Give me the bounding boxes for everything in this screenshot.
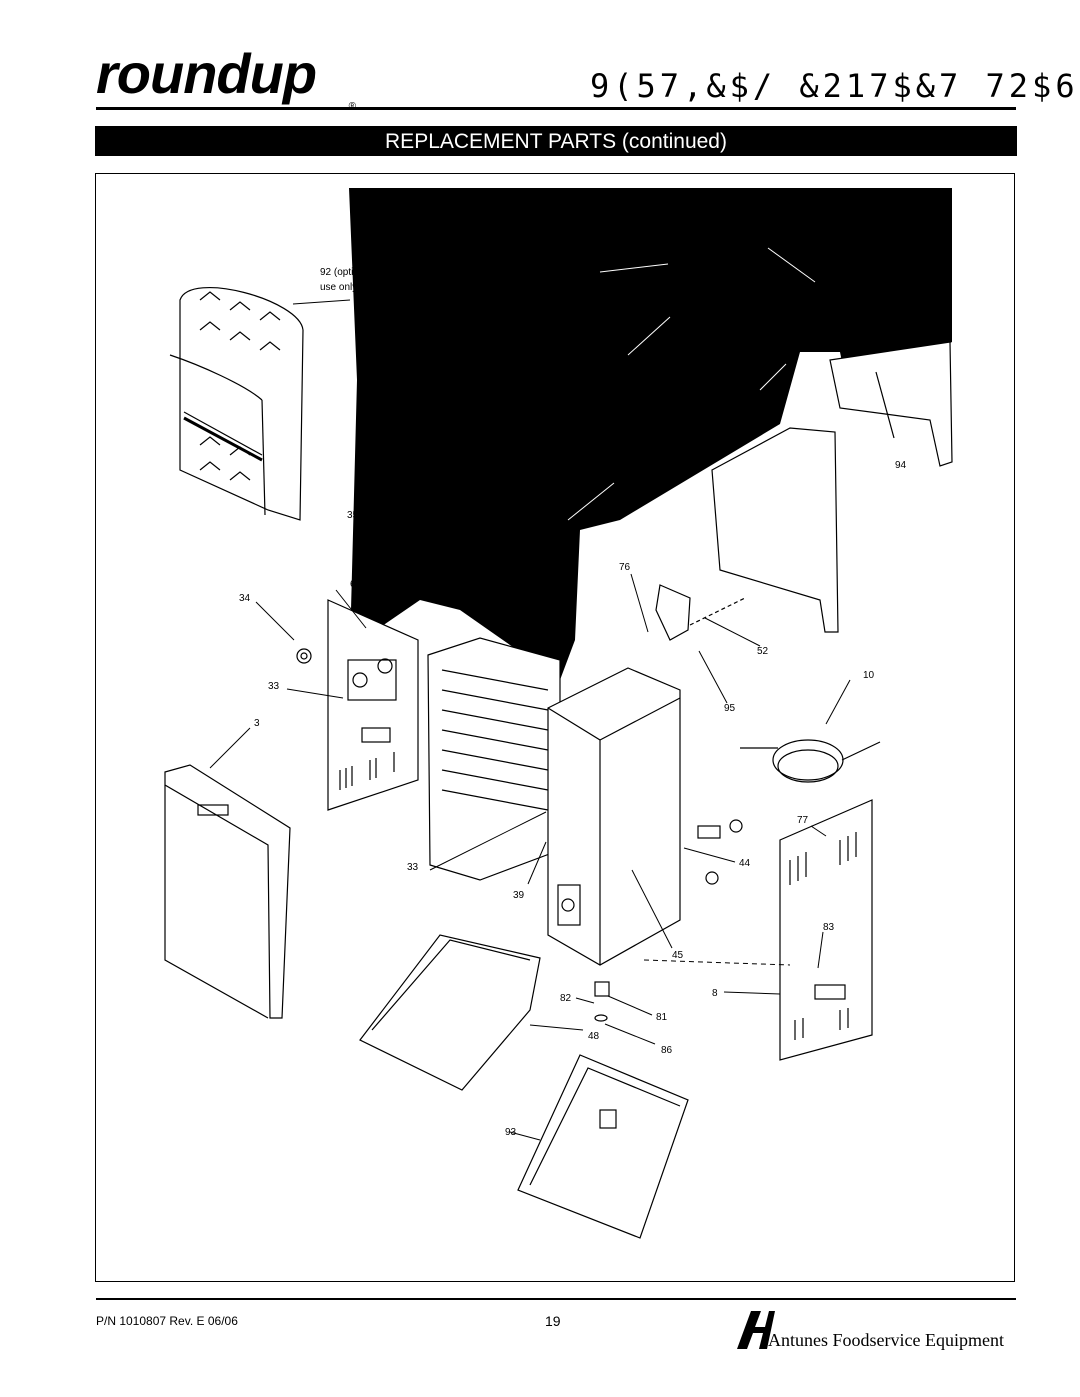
part-81-82-feet: [594, 981, 610, 1022]
callout-94: 94: [895, 460, 907, 471]
header-title: 9(57,&$/ &217$&7 72$67: [590, 67, 1080, 105]
company-name: Antunes Foodservice Equipment: [768, 1330, 1004, 1350]
callout-35: 35: [347, 510, 359, 521]
callout-95: 95: [724, 703, 736, 714]
part-33-control-panel: [327, 599, 419, 811]
callout-33-upper: 33: [268, 681, 280, 692]
part-92-conveyor-belt: [169, 286, 304, 521]
callout-45: 45: [672, 950, 684, 961]
heater-assembly: [427, 637, 561, 881]
callout-76: 76: [619, 562, 631, 573]
part-93-discharge-chute: [517, 1054, 689, 1239]
part-76-bracket: [655, 584, 746, 641]
registered-mark: ®: [349, 101, 356, 112]
callout-66: 66: [350, 579, 362, 590]
callout-81: 81: [656, 1012, 668, 1023]
part-44-fittings: [697, 819, 743, 885]
callout-39: 39: [513, 890, 525, 901]
callout-8: 8: [712, 988, 718, 999]
diagram-frame: [95, 173, 1015, 1282]
part-3-side-cover: [164, 764, 291, 1019]
header-divider: [96, 107, 1016, 110]
callout-77: 77: [797, 815, 809, 826]
section-title: REPLACEMENT PARTS (continued): [95, 126, 1017, 156]
part-34-knob: [296, 648, 312, 664]
part-94-rear-panels: [711, 341, 953, 633]
part-number: P/N 1010807 Rev. E 06/06: [96, 1314, 238, 1328]
callout-92: 92 (optio: [320, 267, 359, 278]
callout-82: 82: [560, 993, 572, 1004]
callout-86: 86: [661, 1045, 673, 1056]
callout-44: 44: [739, 858, 751, 869]
part-8-side-panel: [779, 799, 873, 1061]
black-redaction-shape: [349, 188, 952, 680]
part-48-crumb-tray: [359, 934, 541, 1091]
roundup-logo: roundup ®: [96, 46, 358, 113]
callout-10: 10: [863, 670, 875, 681]
callout-labels: 92 (optio use only 94 35 66 34 76 52 33 …: [239, 267, 907, 1138]
part-39-main-housing: [547, 667, 681, 966]
callout-34: 34: [239, 593, 251, 604]
part-10-power-cord: [740, 739, 881, 783]
callout-3: 3: [254, 718, 260, 729]
callout-92-note: use only: [320, 282, 357, 293]
callout-93: 93: [505, 1127, 517, 1138]
page-number: 19: [545, 1313, 561, 1329]
brand-wordmark: roundup: [96, 42, 317, 105]
antunes-logo-icon: [737, 1311, 775, 1349]
leader-lines-in-shape: [567, 247, 816, 521]
callout-leader-lines: [209, 299, 851, 1141]
callout-48: 48: [588, 1031, 600, 1042]
footer-divider: [96, 1298, 1016, 1300]
callout-52: 52: [757, 646, 769, 657]
callout-33-lower: 33: [407, 862, 419, 873]
callout-83: 83: [823, 922, 835, 933]
